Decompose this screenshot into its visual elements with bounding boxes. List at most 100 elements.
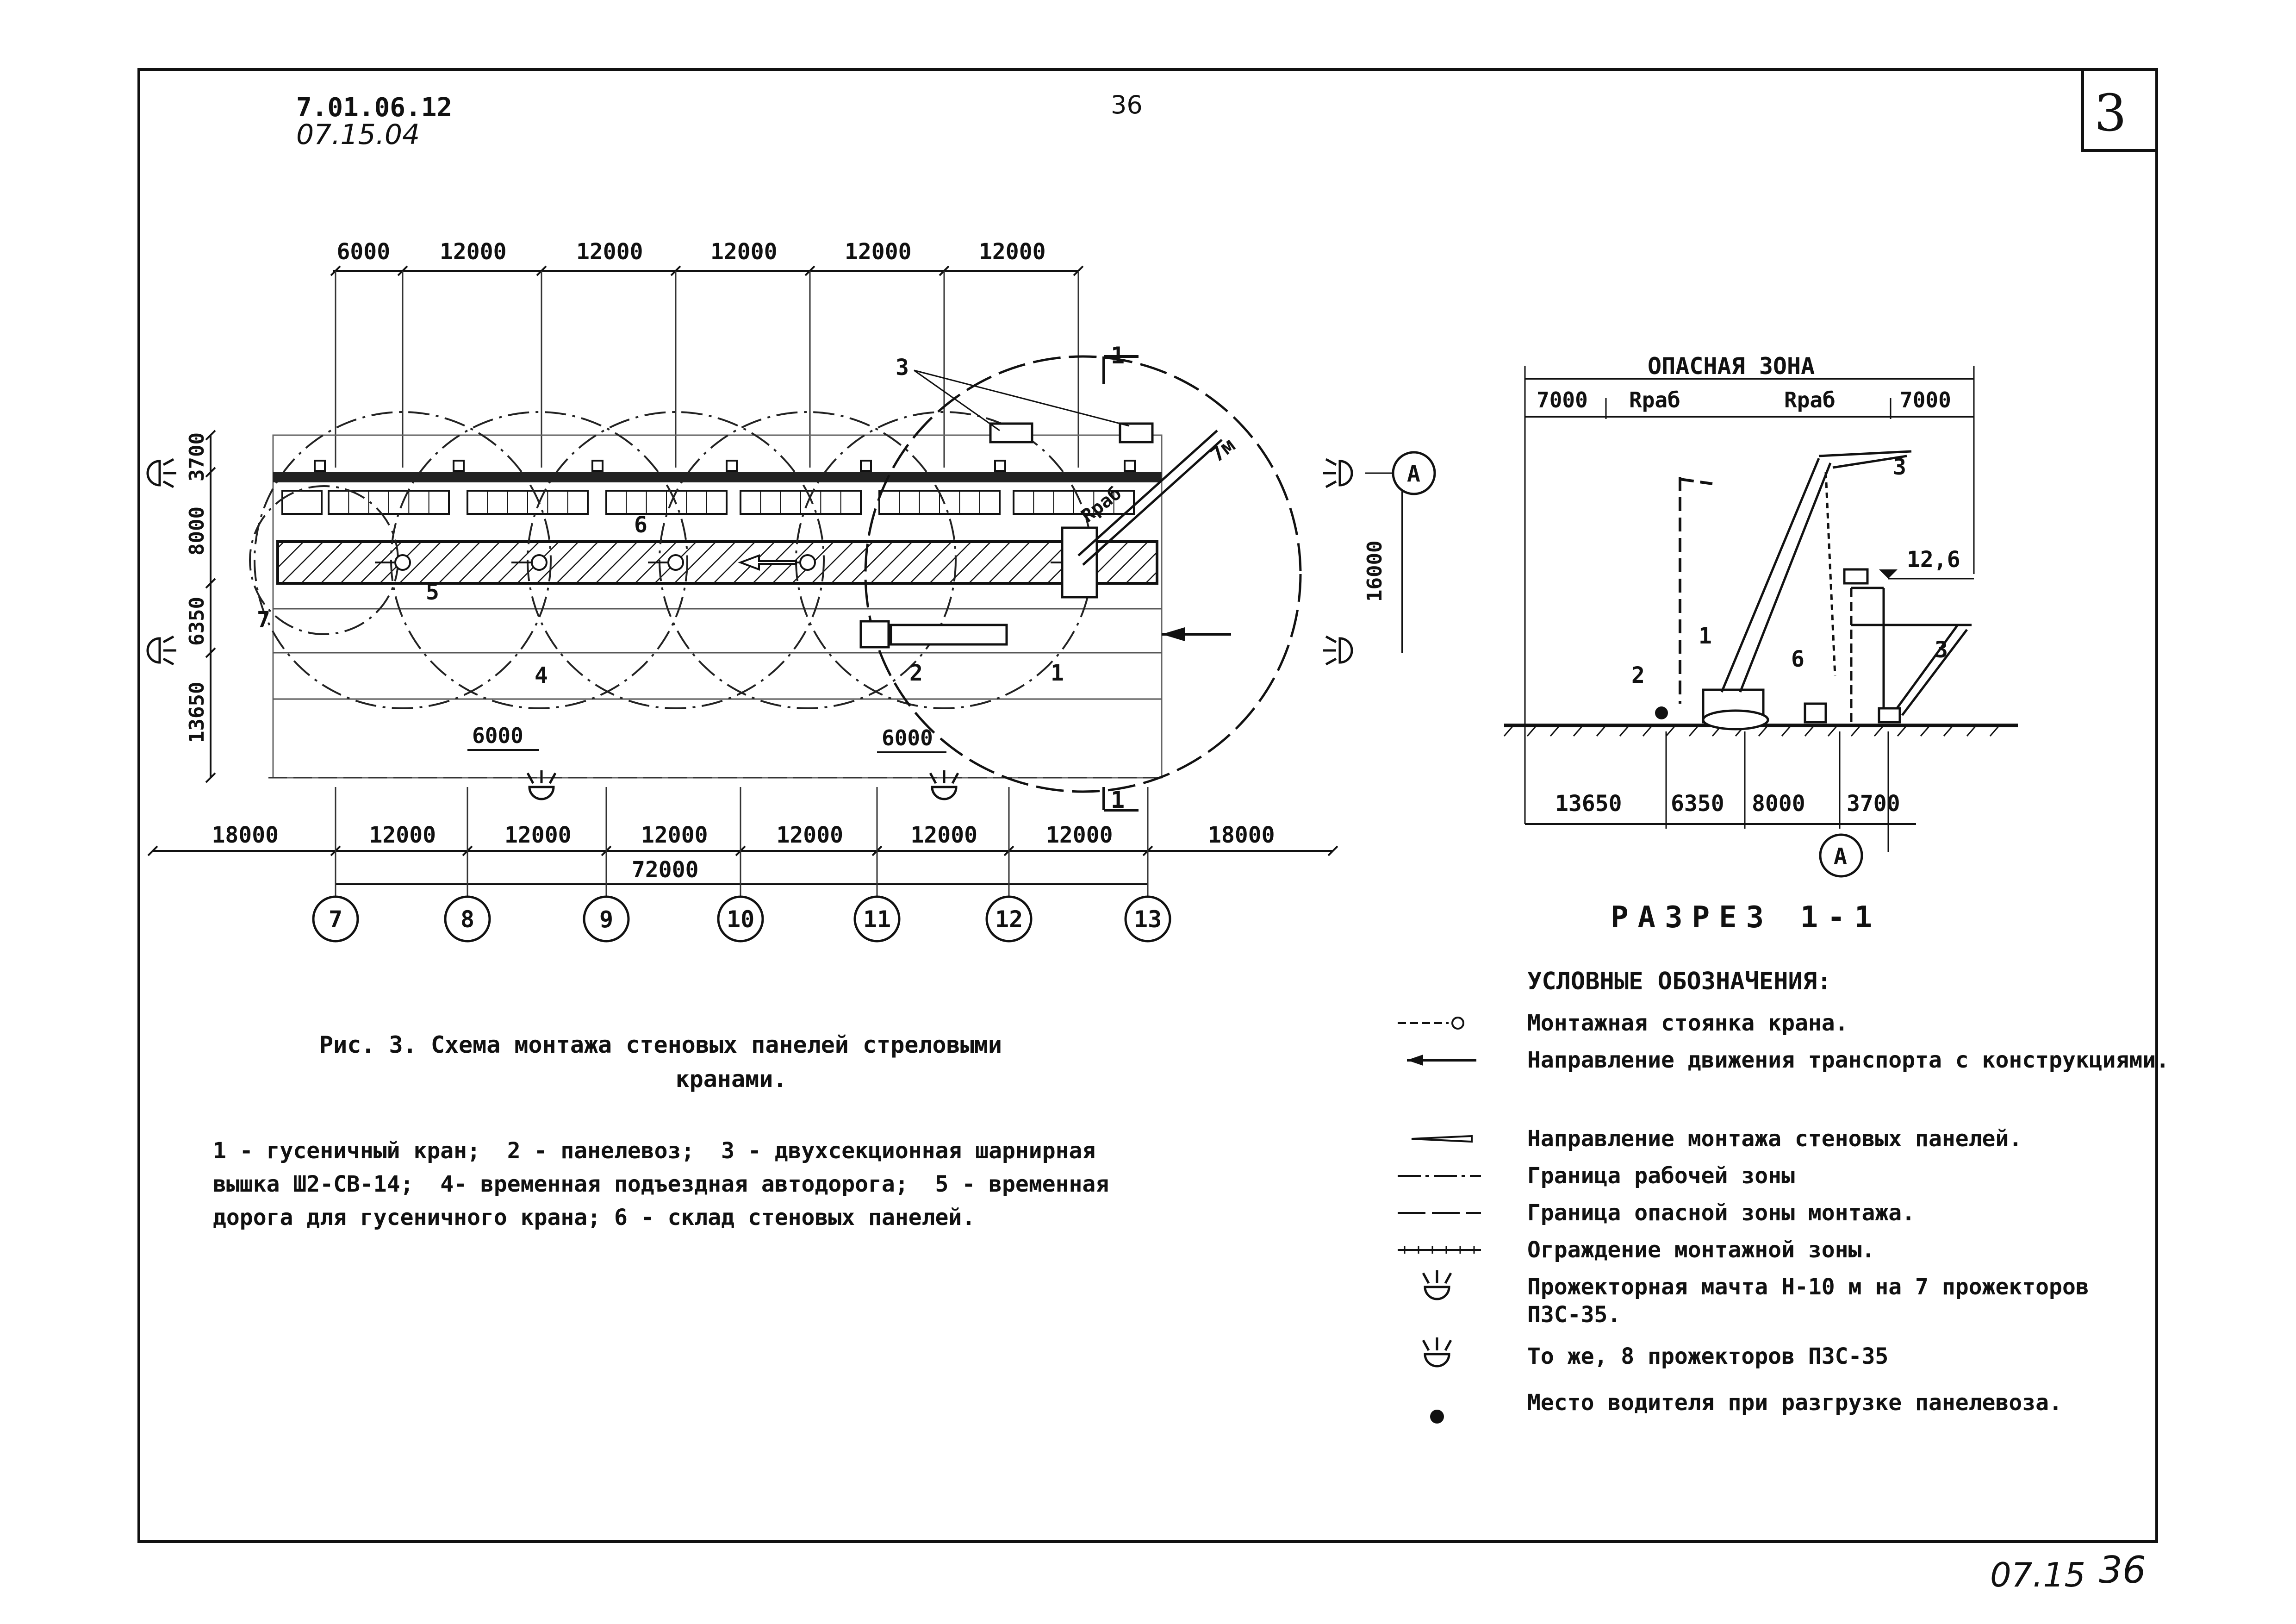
axis-a-bubble (1819, 833, 1863, 878)
section-view: ОПАСНАЯ ЗОНА 7000 Rраб Rраб 7000 (1503, 353, 2018, 878)
dim-tick (205, 430, 216, 441)
callout-7: 7 (257, 607, 270, 633)
searchlight-mast-icon (1323, 458, 1353, 488)
legend-title: УСЛОВНЫЕ ОБОЗНАЧЕНИЯ: (1527, 968, 1832, 995)
section-callout: 1 (1699, 623, 1712, 649)
searchlight-bowl (146, 460, 161, 487)
axis-label: 7 (329, 906, 342, 933)
post (726, 460, 738, 472)
sheet-number-box (2081, 68, 2158, 152)
searchlight-bowl (1424, 1353, 1450, 1368)
plan-top-dim: 12000 (440, 239, 507, 265)
plan-searchlights (146, 458, 1353, 800)
note-item: 4- временная подъездная автодорога; (440, 1171, 908, 1197)
danger-zone-circle (864, 355, 1302, 793)
searchlight-bowl (1338, 460, 1353, 487)
searchlight-mast-icon (1323, 635, 1353, 666)
plan-bottom-dim: 12000 (369, 822, 436, 848)
searchlight-bowl (1424, 1286, 1450, 1300)
plan-bottom-dim: 12000 (641, 822, 708, 848)
section-title: РАЗРЕЗ 1-1 (1611, 900, 1882, 935)
note-item: 5 - временная дорога для гусеничного кра… (213, 1171, 1109, 1230)
crane-stand-icon (667, 554, 684, 571)
crane-road (276, 540, 1158, 585)
crane-zone-circle (659, 411, 957, 709)
axis-label: 12 (995, 906, 1023, 933)
drawing-code-handwritten: 07.15.04 (296, 119, 420, 151)
caption-line-2: кранами. (675, 1066, 787, 1093)
inner-dim: 6000 (882, 725, 933, 750)
height-mark: 12,6 (1907, 547, 1960, 573)
callout-2: 2 (909, 660, 923, 686)
section-callout: 3 (1935, 637, 1948, 663)
searchlight-ray (1325, 480, 1337, 488)
searchlight-ray (1325, 635, 1337, 643)
wall-line (273, 472, 1162, 482)
axis-bubble (1124, 895, 1171, 943)
crane-plan (989, 422, 1223, 599)
plan-top-dim: 12000 (979, 239, 1046, 265)
inner-dim: 6000 (472, 723, 523, 748)
searchlight-ray (1422, 1272, 1430, 1284)
axis-a-label: А (1834, 843, 1847, 869)
plan-top-dim: 6000 (337, 239, 391, 265)
section-bottom-dim: 8000 (1752, 791, 1805, 817)
section-mark-label: 1 (1111, 342, 1125, 369)
axis-bubble (853, 895, 901, 943)
handwritten-code: 07.15 (1990, 1555, 2086, 1594)
searchlight-bowl (931, 786, 958, 800)
searchlight-mast-icon (526, 770, 557, 800)
section-bottom-dim: 6350 (1671, 791, 1724, 817)
note-item: 6 - склад стеновых панелей. (614, 1205, 976, 1230)
sheet-frame (137, 68, 2158, 1543)
page-number: 36 (1111, 90, 1143, 119)
plan-left-dim: 6350 (185, 597, 209, 646)
caption-line-1: Рис. 3. Схема монтажа стеновых панелей с… (319, 1031, 1002, 1058)
axis-bubble (444, 895, 491, 943)
plan-bottom-dim: 18000 (1208, 822, 1275, 848)
plan-top-dim: 12000 (576, 239, 643, 265)
axis-bubble (717, 895, 764, 943)
searchlight-ray (1444, 1339, 1452, 1351)
searchlight-ray (951, 772, 959, 784)
section-mark-label: 1 (1111, 787, 1125, 813)
post (994, 460, 1006, 472)
section-top-dim: Rраб (1629, 387, 1680, 412)
dim-tick (147, 845, 158, 856)
note-item: 2 - панелевоз; (507, 1138, 695, 1164)
plan-bottom-dim: 12000 (1046, 822, 1113, 848)
arrow-icon (1407, 1055, 1423, 1066)
section-callout: 3 (1893, 454, 1906, 480)
searchlight-mast-icon (929, 770, 959, 800)
axis-label: 11 (863, 906, 891, 933)
searchlight-ray (1325, 657, 1337, 666)
searchlight-ray (929, 772, 937, 784)
figure-caption: Рис. 3. Схема монтажа стеновых панелей с… (319, 1028, 1143, 1096)
dim-tick (205, 467, 216, 478)
callout-5: 5 (426, 579, 439, 605)
callout-7m: 7м (1206, 433, 1239, 467)
note-item: 3 - двухсекционная шарнирная вышка Ш2-СВ… (213, 1138, 1096, 1197)
dim-tick (205, 578, 216, 589)
axis-label: 8 (460, 906, 474, 933)
note-item: 1 - гусеничный кран; (213, 1138, 480, 1164)
dim-tick (205, 772, 216, 783)
plan-top-dim: 12000 (845, 239, 912, 265)
arrow-icon (1411, 1135, 1473, 1143)
plan-left-dim: 13650 (185, 682, 209, 743)
section-top-dim: 7000 (1537, 387, 1588, 412)
plan-bottom-dim: 18000 (212, 822, 279, 848)
axis-bubble (312, 895, 359, 943)
post (860, 460, 872, 472)
axis-bubble (583, 895, 630, 943)
searchlight-ray (1444, 1272, 1452, 1284)
searchlight-ray (162, 458, 174, 466)
axis-a-label: А (1407, 461, 1420, 487)
plan-bottom-dim: 12000 (911, 822, 978, 848)
crane-stand-icon (531, 554, 548, 571)
dim-tick (1327, 845, 1338, 856)
legend-symbols (1398, 1017, 1481, 1424)
